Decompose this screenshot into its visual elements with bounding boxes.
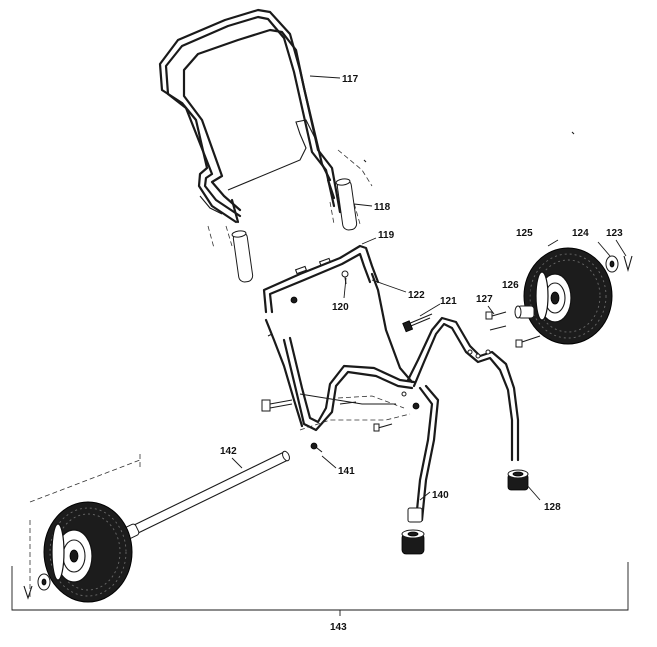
hardware-bolts [261,311,541,453]
clip-123 [623,255,633,273]
callout-121: 121 [440,296,457,307]
callout-127: 127 [476,294,493,305]
callout-labels: 117 118 119 120 121 122 123 124 125 126 … [220,74,623,633]
specks [363,131,575,163]
left-wheel [43,501,133,603]
callout-128: 128 [544,502,561,513]
callout-125: 125 [516,228,533,239]
u-brace-119 [262,244,380,314]
side-bracket-122 [264,272,414,428]
callout-143: 143 [330,622,347,633]
callout-122: 122 [408,290,425,301]
callout-141: 141 [338,466,355,477]
leader-lines [231,75,627,501]
callout-123: 123 [606,228,623,239]
bushing-126 [514,305,535,319]
callout-140: 140 [432,490,449,501]
assembly-bracket-143 [11,562,629,616]
callout-117: 117 [342,74,359,85]
bolt-120 [341,270,349,285]
callout-118: 118 [374,202,391,213]
end-cap-128 [507,469,529,491]
right-wheel-125 [523,247,613,345]
callout-142: 142 [220,446,237,457]
callout-124: 124 [572,228,589,239]
axle-142 [29,450,290,600]
callout-119: 119 [378,230,395,241]
washer-124 [605,255,619,273]
callout-120: 120 [332,302,349,313]
main-frame-140 [282,316,520,523]
handle-frame-117 [158,8,373,249]
foot-cap [401,529,425,555]
connector-tube-118 [231,178,358,283]
callout-126: 126 [502,280,519,291]
left-washer [37,573,51,591]
left-clip [23,585,33,600]
